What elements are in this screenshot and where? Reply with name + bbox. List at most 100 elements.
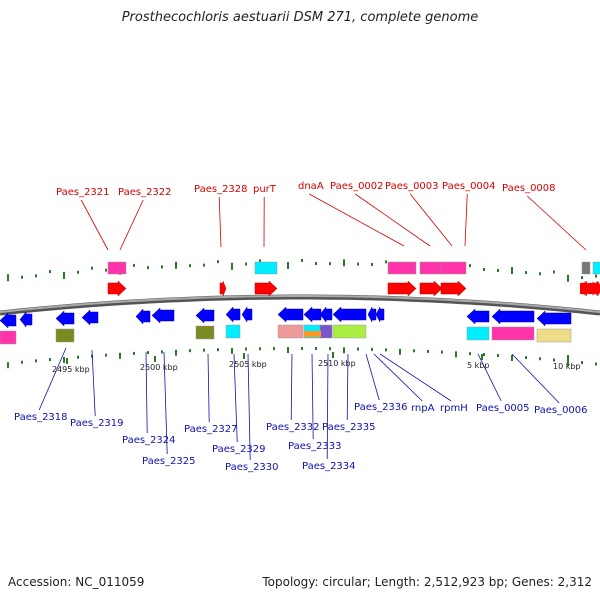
cog-box-reverse [277, 324, 304, 339]
gene-label-bottom: Paes_2327 [184, 424, 238, 435]
cog-box-reverse [466, 326, 490, 341]
cog-box-reverse [304, 331, 321, 337]
leader-line-top [119, 199, 144, 251]
gene-arrow-forward [219, 280, 227, 297]
gene-arrow-reverse [277, 306, 304, 323]
gene-arrow-forward [594, 281, 600, 296]
cog-box-forward [419, 261, 443, 275]
gene-label-bottom: Paes_0005 [476, 403, 530, 414]
scale-label: 2500 kbp [140, 363, 178, 372]
leader-line-bottom [365, 353, 380, 401]
gene-arrow-reverse [241, 306, 253, 323]
gene-arrow-forward [254, 280, 278, 297]
top-cog-track [107, 261, 600, 275]
gene-arrow-forward [107, 280, 127, 297]
leader-line-bottom [373, 353, 423, 402]
gene-arrow-forward [419, 280, 443, 297]
leader-line-top [354, 193, 431, 247]
gene-label-top: Paes_2322 [118, 187, 172, 198]
leader-line-bottom [477, 353, 502, 402]
gene-arrow-reverse [536, 310, 572, 327]
cog-box-forward [440, 261, 467, 275]
bottom-cog-track [0, 324, 572, 345]
leader-line-top [409, 193, 453, 247]
gene-label-top: Paes_0008 [502, 183, 556, 194]
gene-arrow-reverse [466, 308, 490, 325]
gene-label-top: purT [253, 184, 277, 195]
gene-arrow-reverse [491, 308, 535, 325]
gene-label-top: Paes_0004 [442, 181, 496, 192]
leader-line-bottom [233, 353, 238, 443]
map-title: Prosthecochloris aestuarii DSM 271, comp… [121, 10, 479, 25]
leader-line-bottom [379, 353, 452, 402]
gene-label-bottom: Paes_2329 [212, 444, 266, 455]
leader-line-top [80, 199, 109, 251]
cog-box-forward [387, 261, 417, 275]
scale-label: 2495 kbp [52, 365, 90, 374]
cog-box-forward [107, 261, 127, 275]
gene-arrow-reverse [195, 307, 215, 324]
gene-arrow-reverse [81, 309, 99, 326]
gene-labels: Paes_2321 Paes_2322 Paes_2328 purT dnaA Paes_… [14, 181, 588, 473]
gene-arrow-reverse [151, 307, 175, 324]
scale-label: 5 kbp [467, 361, 489, 370]
cog-box-forward [592, 261, 600, 275]
gene-arrow-forward [580, 281, 589, 296]
leader-line-bottom [290, 353, 293, 421]
leader-line-bottom [163, 351, 168, 455]
cog-box-reverse [225, 324, 241, 339]
gene-arrow-reverse [375, 306, 385, 323]
leader-line-bottom [247, 353, 251, 461]
top-gene-track [107, 280, 600, 297]
scale-label: 10 kbp [553, 362, 581, 371]
leader-line-bottom [91, 349, 96, 417]
leader-line-bottom [38, 347, 67, 411]
leader-line-bottom [511, 353, 560, 404]
gene-label-bottom: Paes_2319 [70, 418, 124, 429]
gene-arrow-reverse [367, 306, 377, 323]
cog-box-forward [581, 261, 591, 275]
gene-label-top: Paes_2321 [56, 187, 110, 198]
gene-label-top: dnaA [298, 181, 324, 192]
gene-arrow-reverse [55, 310, 75, 327]
gene-label-bottom: Paes_2324 [122, 435, 176, 446]
gene-label-bottom: Paes_2330 [225, 462, 279, 473]
gene-label-bottom: Paes_2335 [322, 422, 376, 433]
accession-text: Accession: NC_011059 [8, 575, 145, 589]
gene-label-bottom: Paes_2334 [302, 461, 356, 472]
cog-box-reverse [332, 324, 367, 339]
gene-arrow-reverse [135, 308, 151, 325]
cog-box-forward [254, 261, 278, 275]
leader-line-top [218, 196, 222, 248]
leader-line-top [464, 193, 468, 247]
topology-text: Topology: circular; Length: 2,512,923 bp… [262, 575, 592, 589]
gene-label-bottom: Paes_2325 [142, 456, 196, 467]
gene-arrow-reverse [19, 311, 33, 328]
leader-line-bottom [346, 353, 349, 421]
gene-label-top: Paes_0002 [330, 181, 384, 192]
cog-box-reverse [195, 325, 215, 340]
leader-line-top [526, 195, 587, 251]
gene-arrow-reverse [332, 306, 367, 323]
gene-label-top: Paes_2328 [194, 184, 248, 195]
cog-box-reverse [319, 324, 333, 339]
gene-arrow-forward [440, 280, 467, 297]
gene-label-bottom: Paes_0006 [534, 405, 588, 416]
gene-arrow-reverse [319, 306, 333, 323]
gene-label-bottom: Paes_2332 [266, 422, 320, 433]
gene-arrow-reverse [0, 312, 17, 329]
gene-arrow-reverse [225, 306, 241, 323]
gene-label-bottom: Paes_2318 [14, 412, 68, 423]
cog-box-reverse [0, 330, 17, 345]
bottom-gene-track [0, 306, 572, 329]
gene-arrow-reverse [303, 306, 322, 323]
leader-line-bottom [326, 353, 329, 460]
leader-line-bottom [311, 353, 314, 440]
scale-label: 2510 kbp [318, 359, 356, 368]
gene-label-bottom: Paes_2333 [288, 441, 342, 452]
cog-box-reverse [536, 328, 572, 343]
gene-arrow-forward [387, 280, 417, 297]
gene-label-top: Paes_0003 [385, 181, 439, 192]
